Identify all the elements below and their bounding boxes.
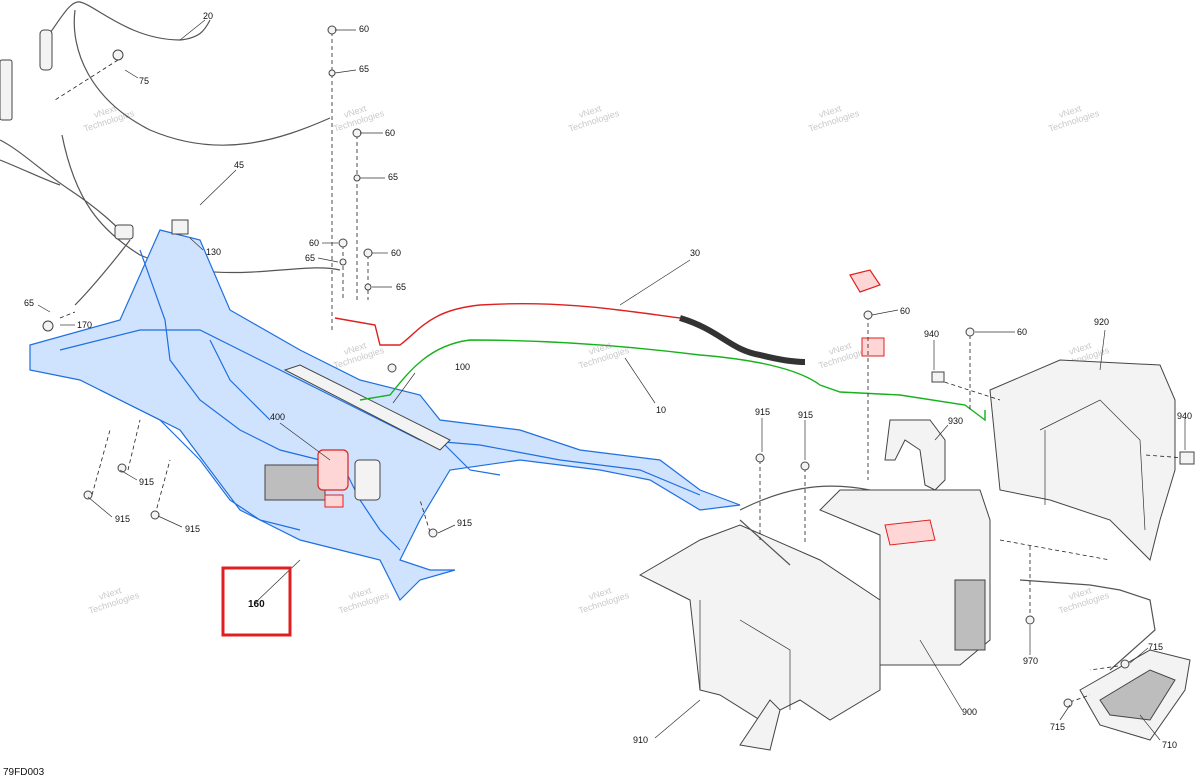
connector (39, 29, 53, 71)
callout-label: 170 (77, 320, 92, 330)
clip (171, 219, 189, 235)
frame-components (264, 364, 451, 508)
callout-label: 60 (309, 238, 319, 248)
callout-label: 10 (656, 405, 666, 415)
highlight-box[interactable]: 160 (221, 566, 292, 637)
screw (755, 453, 765, 463)
callout-label: 75 (139, 76, 149, 86)
battery-cover (989, 359, 1176, 561)
callout-label: 130 (206, 247, 221, 257)
nut (327, 25, 337, 35)
callout-label: 710 (1162, 740, 1177, 750)
terminal-boot (849, 269, 881, 293)
nut (863, 310, 873, 320)
battery-side (954, 579, 986, 651)
screw (83, 490, 93, 500)
screw (800, 461, 810, 471)
callout-label: 920 (1094, 317, 1109, 327)
callout-label: 940 (1177, 411, 1192, 421)
callout-label: 65 (305, 253, 315, 263)
assembly-lines (54, 32, 1186, 703)
callout-label: 60 (385, 128, 395, 138)
callout-label: 915 (185, 524, 200, 534)
screw (428, 528, 438, 538)
screw (150, 510, 160, 520)
bolt (42, 320, 54, 332)
nut (352, 128, 362, 138)
callout-label: 65 (24, 298, 34, 308)
washer (339, 258, 347, 266)
bracket (264, 464, 326, 501)
screw (1120, 659, 1130, 669)
callout-label: 940 (924, 329, 939, 339)
callout-label: 970 (1023, 656, 1038, 666)
battery (819, 489, 991, 666)
callout-label: 20 (203, 11, 213, 21)
tube (283, 364, 451, 451)
ground-cable (359, 339, 986, 422)
cable-terminal (861, 337, 885, 357)
callout-label: 915 (457, 518, 472, 528)
bolt (1179, 451, 1195, 465)
clip (112, 49, 124, 61)
callout-label: 715 (1050, 722, 1065, 732)
washer (353, 174, 361, 182)
battery-cable (739, 485, 871, 566)
callout-label: 60 (900, 306, 910, 316)
callout-label: 915 (798, 410, 813, 420)
callout-label: 400 (270, 412, 285, 422)
leader-lines (37, 19, 1186, 741)
callout-label-160: 160 (248, 599, 265, 610)
battery-box (638, 524, 881, 751)
washer (328, 69, 336, 77)
grommet (114, 224, 134, 240)
box-tab (739, 699, 781, 751)
callout-label: 60 (1017, 327, 1027, 337)
callout-label: 915 (139, 477, 154, 487)
nut (363, 248, 373, 258)
solenoid-base (324, 494, 344, 508)
callout-label: 100 (455, 362, 470, 372)
solenoid-400 (317, 449, 349, 491)
callout-label: 45 (234, 160, 244, 170)
nut (965, 327, 975, 337)
callout-label: 65 (359, 64, 369, 74)
callout-label: 30 (690, 248, 700, 258)
screw (1063, 698, 1073, 708)
nut (338, 238, 348, 248)
reference-code: 79FD003 (3, 767, 45, 778)
callout-label: 915 (115, 514, 130, 524)
callout-label: 715 (1148, 642, 1163, 652)
battery-strap (884, 419, 946, 491)
wiring-harness (0, 1, 341, 306)
light-assembly (1019, 579, 1191, 741)
callout-label: 915 (755, 407, 770, 417)
relay (354, 459, 381, 501)
callout-labels: 20 75 45 130 65 170 60 65 60 65 60 60 65… (24, 11, 1192, 750)
callout-label: 930 (948, 416, 963, 426)
callout-label: 65 (396, 282, 406, 292)
connector (0, 59, 13, 121)
callout-label: 60 (391, 248, 401, 258)
positive-cable (334, 269, 885, 365)
callout-label: 900 (962, 707, 977, 717)
callout-label: 65 (388, 172, 398, 182)
washer (364, 283, 372, 291)
callout-label: 60 (359, 24, 369, 34)
callout-label: 910 (633, 735, 648, 745)
bolt (1025, 615, 1035, 625)
bolt (387, 363, 397, 373)
grommet (931, 371, 945, 383)
